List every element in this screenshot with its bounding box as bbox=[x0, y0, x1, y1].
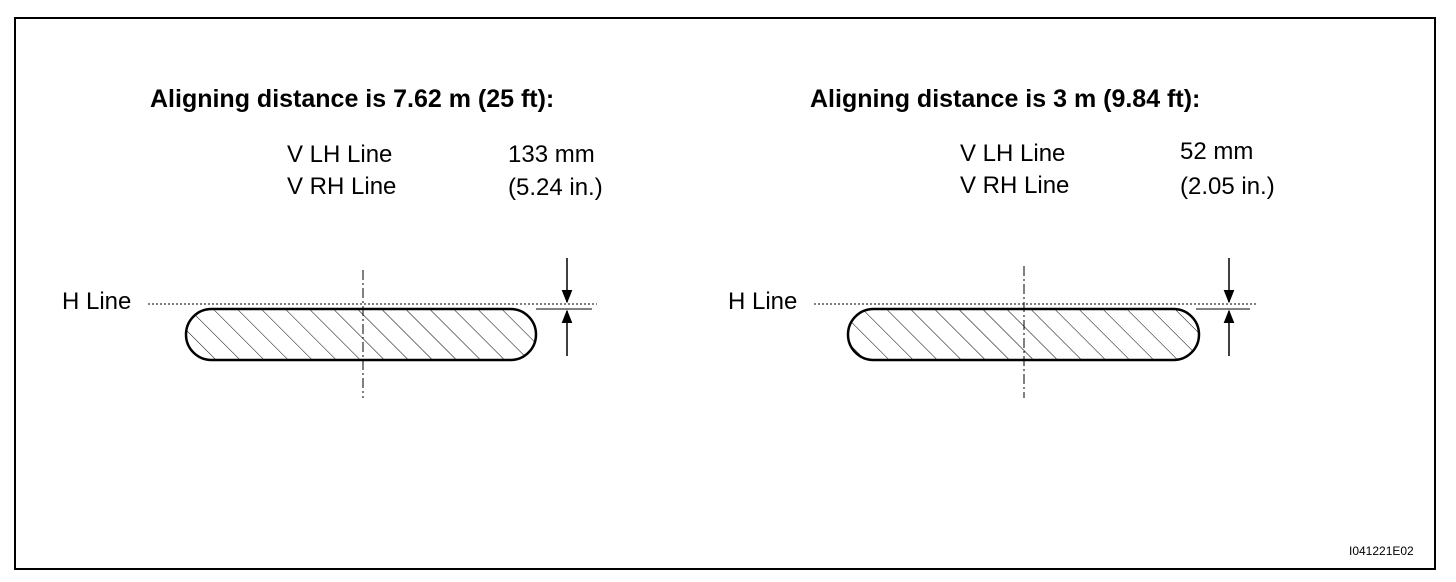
right-h-line-label: H Line bbox=[728, 288, 798, 315]
right-vrh-label: V RH Line bbox=[960, 172, 1070, 199]
right-value-metric: 52 mm bbox=[1180, 138, 1254, 165]
diagram-frame bbox=[14, 17, 1436, 570]
right-beam-diagram bbox=[814, 258, 1257, 398]
figure-code: I041221E02 bbox=[1349, 544, 1414, 558]
left-value-metric: 133 mm bbox=[508, 141, 595, 168]
left-beam-shape bbox=[184, 307, 538, 362]
right-value-imperial: (2.05 in.) bbox=[1180, 173, 1275, 200]
left-beam-diagram bbox=[148, 258, 597, 398]
left-value-imperial: (5.24 in.) bbox=[508, 174, 603, 201]
left-vlh-label: V LH Line bbox=[287, 141, 393, 168]
right-panel-title: Aligning distance is 3 m (9.84 ft): bbox=[810, 85, 1201, 113]
left-h-line-label: H Line bbox=[62, 288, 132, 315]
left-panel-title: Aligning distance is 7.62 m (25 ft): bbox=[150, 85, 555, 113]
left-vrh-label: V RH Line bbox=[287, 173, 397, 200]
right-vlh-label: V LH Line bbox=[960, 140, 1066, 167]
